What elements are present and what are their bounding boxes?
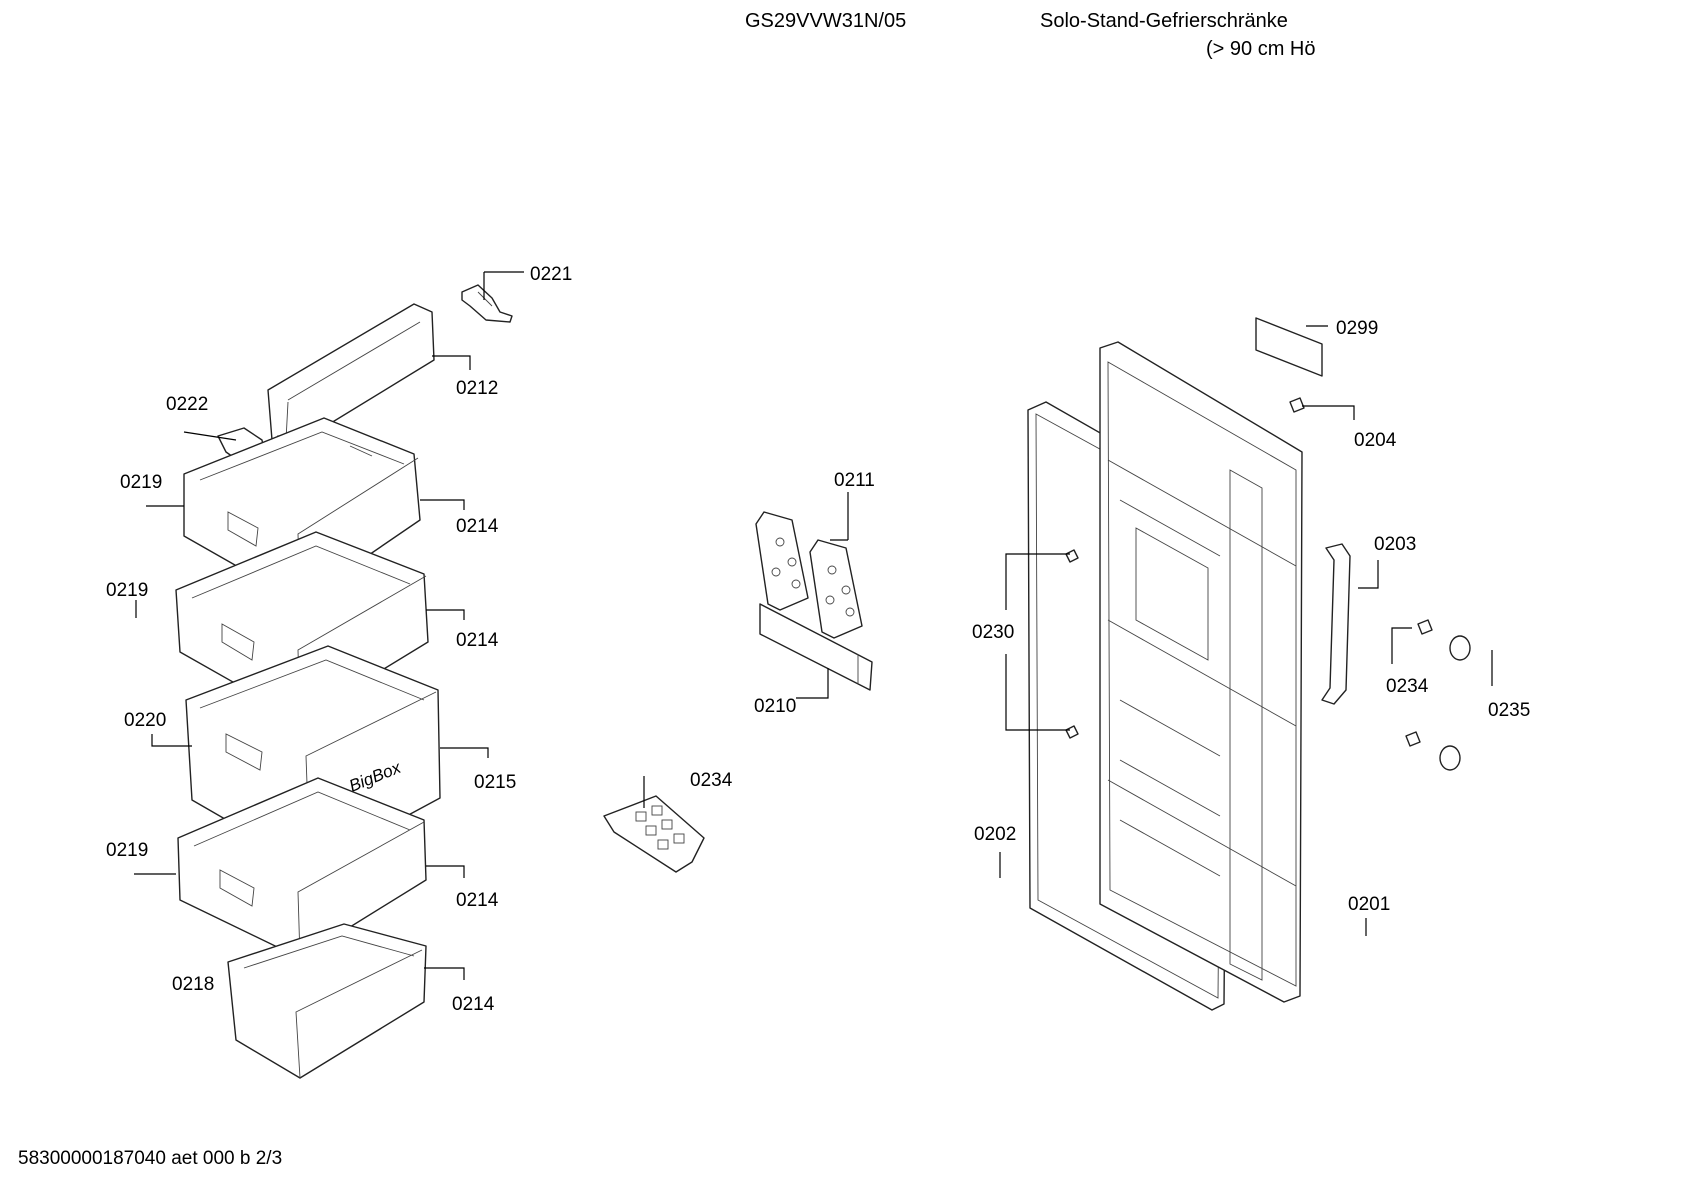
drawer-0219-fourth	[177, 777, 427, 959]
callout-0234-screw: 0234	[1386, 676, 1429, 697]
screw-0230	[1065, 549, 1079, 739]
callout-0211: 0211	[834, 470, 875, 491]
callout-0202: 0202	[974, 824, 1016, 845]
leader-0230	[1005, 553, 1070, 731]
trim-strip-0210	[759, 603, 873, 691]
callout-0221: 0221	[530, 264, 572, 285]
leader-0203	[1358, 560, 1379, 589]
callout-0219-fourth: 0219	[106, 840, 148, 861]
callout-0218: 0218	[172, 974, 214, 995]
callout-0214-second: 0214	[456, 630, 499, 651]
callout-0214-fourth: 0214	[456, 890, 499, 911]
cover-cap-0235	[1439, 635, 1471, 771]
appliance-category: Solo-Stand-Gefrierschränke	[1040, 10, 1288, 32]
screw-0204	[1289, 397, 1305, 413]
leader-0214-a	[420, 499, 465, 510]
leader-0234-screw	[1391, 627, 1412, 664]
callout-0212: 0212	[456, 378, 498, 399]
document-id: 58300000187040 aet 000 b 2/3	[18, 1148, 283, 1169]
leader-0222	[183, 431, 237, 441]
callout-0219-top: 0219	[120, 472, 162, 493]
callout-0219-second: 0219	[106, 580, 148, 601]
flap-hinge-0221	[461, 284, 513, 323]
door-gasket-0202-inner-ribs	[1119, 499, 1221, 877]
label-strip-0299	[1255, 317, 1323, 377]
callout-0299: 0299	[1336, 318, 1378, 339]
leader-0212	[432, 355, 471, 370]
callout-0215: 0215	[474, 772, 516, 793]
leader-0210	[796, 668, 829, 699]
appliance-category-subline: (> 90 cm Hö	[1206, 38, 1316, 60]
freezer-door-0201	[1099, 341, 1303, 1003]
ice-cube-tray-0234	[603, 795, 705, 873]
cold-pack-0211	[755, 511, 863, 639]
callout-0230: 0230	[972, 622, 1014, 643]
callout-0214-bottom: 0214	[452, 994, 495, 1015]
leader-0211	[830, 492, 849, 541]
screw-0234	[1405, 619, 1433, 747]
leader-0215	[440, 747, 489, 758]
leader-0221	[483, 271, 524, 300]
leader-0214-c	[426, 865, 465, 878]
callout-0201: 0201	[1348, 894, 1390, 915]
callout-0204: 0204	[1354, 430, 1397, 451]
leader-0220	[151, 734, 192, 747]
model-number: GS29VVW31N/05	[745, 10, 907, 32]
callout-0214-top: 0214	[456, 516, 499, 537]
door-handle-0203	[1321, 543, 1351, 705]
callout-0235: 0235	[1488, 700, 1530, 721]
callout-0222: 0222	[166, 394, 208, 415]
leader-0214-d	[424, 967, 465, 980]
callout-0203: 0203	[1374, 534, 1416, 555]
callout-0210: 0210	[754, 696, 796, 717]
drawer-0218-bottom	[227, 923, 427, 1079]
leader-0214-b	[426, 609, 465, 620]
callout-0220: 0220	[124, 710, 166, 731]
callout-0234-tray: 0234	[690, 770, 733, 791]
leader-0204	[1302, 405, 1355, 420]
